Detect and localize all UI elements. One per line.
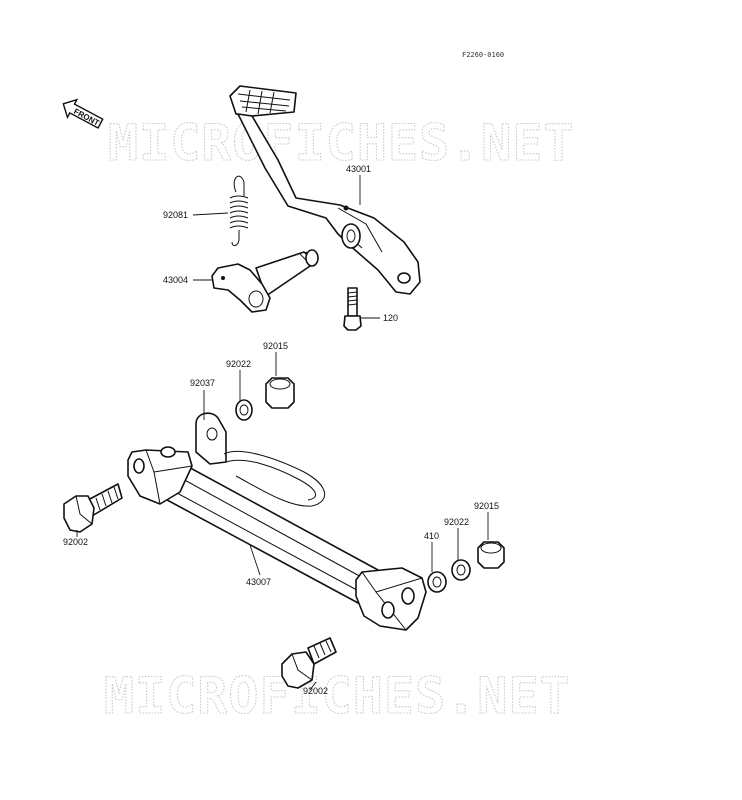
pedal-shaft-part (211, 249, 319, 313)
callout-43004: 43004 (163, 275, 188, 285)
callout-92022-right: 92022 (444, 517, 469, 527)
callout-92015-upper: 92015 (263, 341, 288, 351)
watermark-bottom: MICROFICHES.NET (104, 667, 571, 725)
callout-43007: 43007 (246, 577, 271, 587)
watermark-top: MICROFICHES.NET (108, 114, 575, 172)
upper-collar-part (265, 377, 295, 409)
bracket-part (195, 412, 325, 507)
brake-rod-part (127, 446, 427, 631)
right-washer-part (451, 559, 471, 581)
left-bolt-part (63, 483, 123, 533)
pedal-bolt-part (343, 287, 362, 331)
brake-pedal-part (229, 85, 421, 295)
callout-92081: 92081 (163, 210, 188, 220)
leader-lines (76, 175, 489, 691)
washer-410-part (427, 571, 447, 593)
callout-92037: 92037 (190, 378, 215, 388)
callout-410: 410 (424, 531, 439, 541)
right-collar-part (477, 541, 505, 569)
diagram-code: F2260-0160 (462, 51, 504, 59)
callout-92002-left: 92002 (63, 537, 88, 547)
return-spring-part (229, 175, 249, 247)
callout-92015-right: 92015 (474, 501, 499, 511)
callout-120: 120 (383, 313, 398, 323)
callout-92022-upper: 92022 (226, 359, 251, 369)
callout-43001: 43001 (346, 164, 371, 174)
upper-washer-part (235, 399, 253, 421)
bottom-bolt-part (281, 637, 337, 689)
front-arrow-icon: FRONT (62, 98, 104, 129)
callout-92002-bottom: 92002 (303, 686, 328, 696)
